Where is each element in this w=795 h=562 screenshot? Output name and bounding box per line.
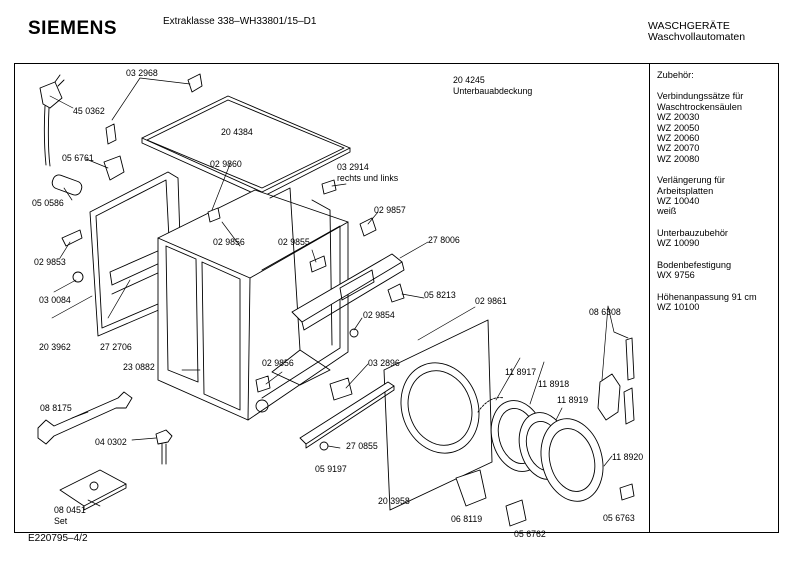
part-label: 02 9855 xyxy=(278,237,310,247)
accessory-line: Bodenbefestigung xyxy=(657,259,732,270)
accessory-line: WZ 20080 xyxy=(657,153,700,164)
leader-lines xyxy=(49,77,629,507)
accessory-line: Zubehör: xyxy=(657,70,694,80)
bolt-icon xyxy=(155,429,173,465)
part-description: Unterbauabdeckung xyxy=(453,86,533,96)
base-strip-icon xyxy=(299,381,395,449)
part-label: 27 8006 xyxy=(428,235,460,245)
cabinet-body-icon xyxy=(157,187,349,421)
accessory-line: WZ 10090 xyxy=(657,238,700,249)
control-rail-icon xyxy=(291,253,405,331)
category-line-1: WASCHGERÄTE xyxy=(648,20,730,32)
part-label: 02 9861 xyxy=(475,296,507,306)
accessory-line: WZ 20070 xyxy=(657,143,700,154)
part-label: 02 9856 xyxy=(262,358,294,368)
part-label: 08 0451 xyxy=(54,505,86,515)
part-label: 02 9856 xyxy=(213,237,245,247)
small-parts-icon xyxy=(51,73,635,527)
part-label: 20 3962 xyxy=(39,342,71,352)
part-label: 23 0882 xyxy=(123,362,155,372)
part-description: rechts und links xyxy=(337,173,399,183)
wrench-icon xyxy=(37,391,133,445)
frame-divider xyxy=(649,63,650,533)
part-label: 05 6762 xyxy=(514,529,546,539)
part-label: 08 6308 xyxy=(589,307,621,317)
part-label: 03 2968 xyxy=(126,68,158,78)
accessory-line: Verlängerung für xyxy=(657,175,725,186)
part-label: 11 8920 xyxy=(612,452,644,462)
part-label: 05 0586 xyxy=(32,198,64,208)
part-label: 03 0084 xyxy=(39,295,71,305)
diagram-frame xyxy=(14,63,779,533)
brand-logo: SIEMENS xyxy=(28,18,118,39)
part-label: 03 2896 xyxy=(368,358,400,368)
model-title: Extraklasse 338–WH33801/15–D1 xyxy=(163,16,317,27)
category-line-2: Waschvollautomaten xyxy=(648,31,746,43)
part-label: 20 4245 xyxy=(453,75,485,85)
part-label: 45 0362 xyxy=(73,106,105,116)
part-label: 11 8918 xyxy=(538,379,570,389)
accessory-line: Waschtrockensäulen xyxy=(657,101,742,112)
category-heading: WASCHGERÄTE Waschvollautomaten xyxy=(648,21,745,43)
accessory-line: WZ 20030 xyxy=(657,112,700,123)
part-label: 06 8119 xyxy=(451,514,483,524)
part-description: Set xyxy=(54,516,68,526)
accessory-line: WZ 20060 xyxy=(657,133,700,144)
accessory-line: Arbeitsplatten xyxy=(657,185,714,196)
door-hinge-icon xyxy=(597,337,635,425)
accessory-line: Höhenanpassung 91 cm xyxy=(657,291,757,302)
part-label: 05 9197 xyxy=(315,464,347,474)
part-label: 05 6761 xyxy=(62,153,94,163)
part-label: 05 6763 xyxy=(603,513,635,523)
part-label: 08 8175 xyxy=(40,403,72,413)
accessory-line: Verbindungssätze für xyxy=(657,91,744,102)
accessory-group: Zubehör: xyxy=(657,70,757,80)
accessory-line: WZ 10100 xyxy=(657,301,700,312)
part-label: 05 8213 xyxy=(424,290,456,300)
drawing-code: E220795–4/2 xyxy=(28,533,88,544)
part-label: 20 3958 xyxy=(378,496,410,506)
part-label: 27 0855 xyxy=(346,441,378,451)
accessory-line: weiß xyxy=(657,206,677,217)
part-label: 04 0302 xyxy=(95,437,127,447)
part-label: 02 9857 xyxy=(374,205,406,215)
part-label: 11 8917 xyxy=(505,367,537,377)
accessory-line: WZ 10040 xyxy=(657,196,700,207)
part-label: 02 9860 xyxy=(210,159,242,169)
accessory-line: WZ 20050 xyxy=(657,122,700,133)
part-label: 11 8919 xyxy=(557,395,589,405)
accessory-line: WX 9756 xyxy=(657,270,695,281)
front-panel-icon xyxy=(383,319,493,511)
part-label: 03 2914 xyxy=(337,162,369,172)
accessory-line: Unterbauzubehör xyxy=(657,227,728,238)
part-label: 02 9853 xyxy=(34,257,66,267)
door-ring-icon xyxy=(477,397,604,502)
part-label: 02 9854 xyxy=(363,310,395,320)
foot-plate-icon xyxy=(59,469,127,511)
part-label: 20 4384 xyxy=(221,127,253,137)
mains-plug-icon xyxy=(39,74,65,167)
part-label: 27 2706 xyxy=(100,342,132,352)
